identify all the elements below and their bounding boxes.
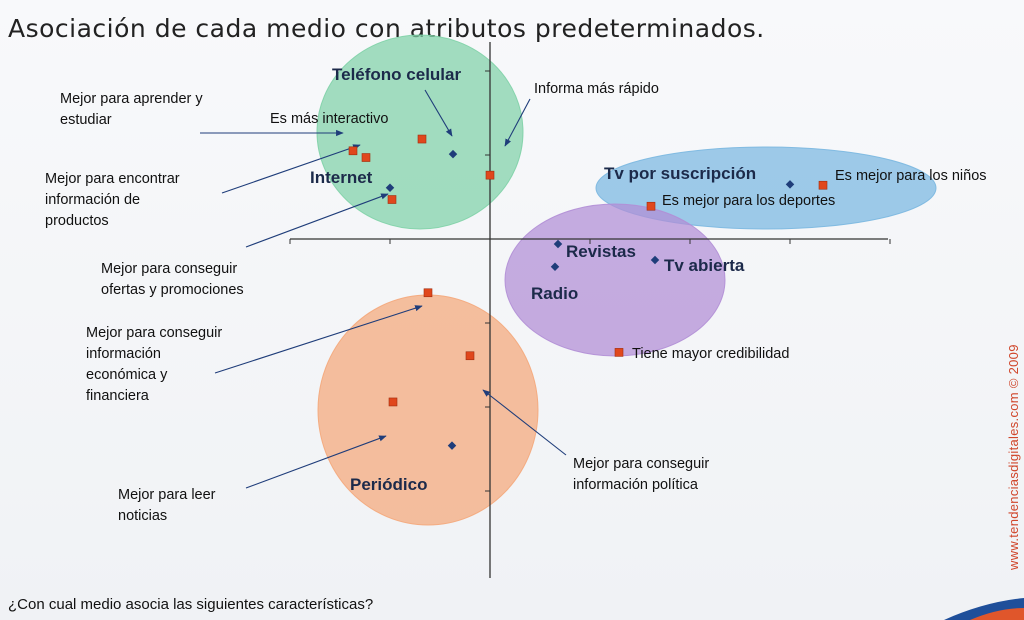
media-point-periodico	[447, 441, 457, 450]
media-point-telefono-celular	[448, 149, 458, 159]
attribute-label-mejor-para-encontrar-informacion-de-productos-line: productos	[45, 213, 109, 229]
attribute-label-es-mejor-para-los-ninos-line: Es mejor para los niños	[835, 168, 987, 184]
attribute-point-mejor-para-conseguir-informacion-politica	[465, 351, 475, 361]
credit-text: www.tendenciasdigitales.com © 2009	[1006, 344, 1021, 570]
cluster-telefono-celular-internet	[316, 34, 524, 230]
corner-swoosh-decoration	[944, 598, 1024, 620]
arrow-celular	[424, 89, 453, 137]
attribute-label-mejor-para-conseguir-informacion-politica: Mejor para conseguir información política	[573, 456, 709, 493]
media-label-periodico-line: Periódico	[350, 475, 427, 494]
slide-title: Asociación de cada medio con atributos p…	[8, 14, 765, 43]
cluster-revistas-tv-abierta-radio	[504, 203, 726, 357]
arrow-rapido	[504, 98, 531, 147]
attribute-point-mejor-para-encontrar-informacion-de-productos	[361, 153, 371, 162]
media-label-radio: Radio	[531, 284, 578, 303]
attribute-label-mejor-para-leer-noticias-line: noticias	[118, 508, 167, 524]
attribute-point-informa-mas-rapido	[485, 170, 495, 180]
attribute-label-mejor-para-conseguir-informacion-economica-y-financiera-line: Mejor para conseguir	[86, 325, 222, 341]
attribute-label-es-mejor-para-los-deportes-line: Es mejor para los deportes	[662, 193, 835, 209]
annotation-arrows-layer	[200, 89, 567, 489]
attribute-label-mejor-para-encontrar-informacion-de-productos: Mejor para encontrar información de produc…	[45, 171, 180, 229]
media-label-tv-abierta: Tv abierta	[664, 256, 745, 275]
attribute-point-es-mejor-para-los-ninos	[818, 180, 828, 190]
attribute-label-mejor-para-encontrar-informacion-de-productos-line: Mejor para encontrar	[45, 171, 180, 187]
media-label-tv-abierta-line: Tv abierta	[664, 256, 745, 275]
arrow-productos	[221, 144, 361, 194]
arrow-noticias	[245, 435, 387, 489]
attribute-point-mejor-para-conseguir-ofertas-y-promociones	[387, 195, 397, 204]
attribute-label-tiene-mayor-credibilidad: Tiene mayor credibilidad	[632, 346, 789, 362]
attribute-label-es-mas-interactivo: Es más interactivo	[270, 111, 388, 127]
attribute-label-es-mejor-para-los-deportes: Es mejor para los deportes	[662, 193, 835, 209]
attribute-point-es-mejor-para-los-deportes	[646, 201, 656, 211]
arrow-economica	[214, 305, 423, 374]
media-label-revistas: Revistas	[566, 242, 636, 261]
attribute-label-tiene-mayor-credibilidad-line: Tiene mayor credibilidad	[632, 346, 789, 362]
attribute-label-mejor-para-aprender-y-estudiar: Mejor para aprender y estudiar	[60, 91, 203, 128]
media-point-radio	[550, 262, 560, 271]
cluster-tv-por-suscripcion	[595, 146, 937, 230]
attribute-label-mejor-para-leer-noticias-line: Mejor para leer	[118, 487, 216, 503]
attribute-point-mejor-para-conseguir-informacion-economica-y-financiera	[423, 288, 433, 298]
media-point-internet	[385, 183, 395, 193]
attribute-label-mejor-para-leer-noticias: Mejor para leer noticias	[118, 487, 216, 524]
media-label-radio-line: Radio	[531, 284, 578, 303]
attribute-label-informa-mas-rapido: Informa más rápido	[534, 81, 659, 97]
attribute-label-es-mejor-para-los-ninos: Es mejor para los niños	[835, 168, 987, 184]
attribute-label-mejor-para-conseguir-informacion-economica-y-financiera-line: económica y	[86, 367, 168, 383]
media-label-telefono-celular: Teléfono celular	[332, 65, 461, 84]
attribute-point-tiene-mayor-credibilidad	[614, 348, 624, 357]
media-label-tv-por-suscripcion: Tv por suscripción	[604, 164, 756, 183]
media-label-periodico: Periódico	[350, 475, 427, 494]
attribute-label-mejor-para-encontrar-informacion-de-productos-line: información de	[45, 192, 140, 208]
cluster-layer	[316, 34, 937, 526]
attribute-label-mejor-para-conseguir-informacion-economica-y-financiera: Mejor para conseguir información económica…	[86, 325, 222, 404]
attribute-label-mejor-para-conseguir-informacion-politica-line: información política	[573, 477, 699, 493]
attribute-label-mejor-para-conseguir-informacion-politica-line: Mejor para conseguir	[573, 456, 709, 472]
attribute-point-mejor-para-leer-noticias	[388, 397, 398, 407]
question-text: ¿Con cual medio asocia las siguientes ca…	[8, 596, 374, 613]
attribute-label-informa-mas-rapido-line: Informa más rápido	[534, 81, 659, 97]
media-label-internet-line: Internet	[310, 168, 373, 187]
attribute-point-mejor-para-aprender-y-estudiar	[348, 146, 358, 156]
attribute-label-mejor-para-conseguir-ofertas-y-promociones-line: Mejor para conseguir	[101, 261, 237, 277]
arrow-politica	[482, 389, 567, 456]
attribute-label-mejor-para-conseguir-ofertas-y-promociones: Mejor para conseguir ofertas y promocione…	[101, 261, 244, 298]
media-point-tv-abierta	[650, 255, 660, 265]
attribute-label-mejor-para-aprender-y-estudiar-line: estudiar	[60, 112, 112, 128]
attribute-label-mejor-para-conseguir-informacion-economica-y-financiera-line: financiera	[86, 388, 150, 404]
media-label-tv-por-suscripcion-line: Tv por suscripción	[604, 164, 756, 183]
attribute-point-es-mas-interactivo	[417, 134, 427, 144]
attribute-label-es-mas-interactivo-line: Es más interactivo	[270, 111, 388, 127]
attribute-label-mejor-para-aprender-y-estudiar-line: Mejor para aprender y	[60, 91, 203, 107]
media-label-revistas-line: Revistas	[566, 242, 636, 261]
media-label-telefono-celular-line: Teléfono celular	[332, 65, 461, 84]
media-label-internet: Internet	[310, 168, 373, 187]
axes-layer	[289, 42, 891, 578]
attribute-label-mejor-para-conseguir-informacion-economica-y-financiera-line: información	[86, 346, 161, 362]
attribute-label-mejor-para-conseguir-ofertas-y-promociones-line: ofertas y promociones	[101, 282, 244, 298]
arrow-ofertas	[245, 193, 389, 248]
